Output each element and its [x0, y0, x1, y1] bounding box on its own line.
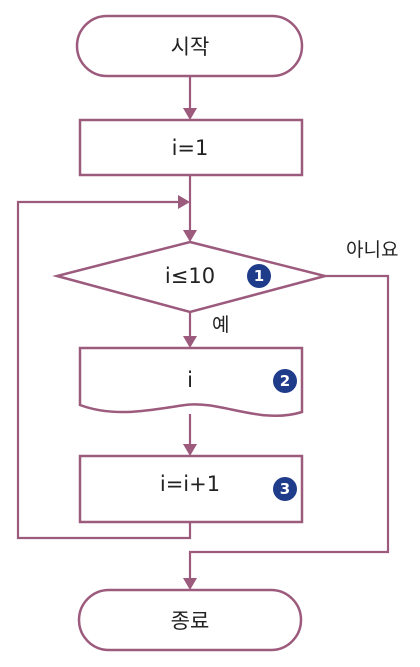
increment-badge-number: 3 — [280, 480, 290, 498]
end-terminal: 종료 — [77, 588, 303, 652]
edge-condition-no — [188, 274, 390, 578]
output-label: i — [187, 368, 193, 392]
start-label: 시작 — [171, 35, 210, 59]
yes-label: 예 — [212, 314, 229, 336]
increment-process: i=i+1 3 — [78, 454, 304, 524]
end-shape — [77, 588, 303, 652]
condition-label: i≤10 — [165, 264, 215, 288]
init-label: i=1 — [172, 136, 209, 160]
increment-shape — [78, 454, 304, 524]
output-shape — [78, 346, 304, 417]
edge-loop-back — [16, 200, 192, 540]
no-label: 아니요 — [346, 239, 398, 261]
arrow-head — [183, 230, 197, 242]
increment-badge — [273, 477, 297, 501]
output-document: i 2 — [78, 346, 304, 417]
condition-shape — [52, 240, 330, 314]
start-shape — [75, 14, 304, 78]
arrow-head — [183, 336, 197, 348]
arrow-head — [183, 578, 197, 590]
condition-badge-number: 1 — [254, 267, 264, 285]
start-terminal: 시작 — [75, 14, 304, 78]
condition-badge — [247, 264, 271, 288]
end-label: 종료 — [171, 609, 210, 633]
condition-decision: i≤10 1 — [52, 240, 330, 314]
output-badge-number: 2 — [280, 372, 290, 390]
arrow-head — [183, 108, 197, 120]
init-process: i=1 — [78, 118, 304, 177]
increment-label: i=i+1 — [160, 472, 220, 496]
connectors — [16, 76, 390, 590]
init-shape — [78, 118, 304, 177]
arrow-head — [178, 195, 190, 209]
output-badge — [273, 369, 297, 393]
arrow-head — [183, 444, 197, 456]
